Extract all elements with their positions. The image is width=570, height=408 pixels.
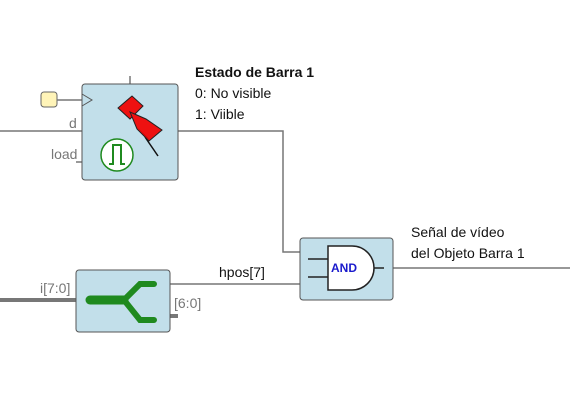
and-gate-label: AND xyxy=(331,261,357,275)
bus-input-label: i[7:0] xyxy=(40,280,71,296)
wires xyxy=(0,76,570,318)
splitter-block[interactable] xyxy=(75,269,171,333)
annotation-title: Estado de Barra 1 xyxy=(195,64,315,80)
and-gate-block[interactable] xyxy=(299,237,394,301)
wire-register-to-and[interactable] xyxy=(178,130,300,253)
hpos-wire-label: hpos[7] xyxy=(219,264,265,280)
register-block[interactable] xyxy=(81,83,179,181)
splitter-icon xyxy=(85,281,157,323)
output-label-line-1: Señal de vídeo xyxy=(411,224,505,240)
output-label-line-2: del Objeto Barra 1 xyxy=(411,245,525,261)
pushpin-icon xyxy=(117,95,163,157)
clock-pulse-icon xyxy=(100,138,134,172)
pin-load-label: load xyxy=(51,146,78,162)
pin-d-label: d xyxy=(69,115,77,131)
bus-output-label: [6:0] xyxy=(174,295,202,311)
and-gate-icon xyxy=(308,245,384,291)
annotation-line-1: 0: No visible xyxy=(195,85,272,101)
clock-indicator[interactable] xyxy=(40,91,58,108)
annotation-line-2: 1: Viible xyxy=(195,106,245,122)
clock-triangle xyxy=(81,93,93,107)
